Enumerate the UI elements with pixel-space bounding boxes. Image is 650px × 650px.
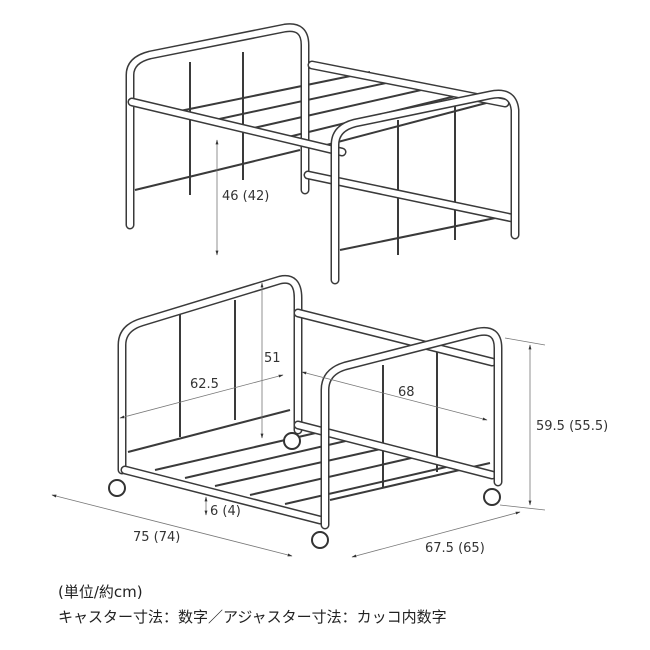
dim-depth: 67.5 (65) — [425, 541, 485, 556]
legend-note: キャスター寸法：数字／アジャスター寸法：カッコ内数字 — [58, 608, 447, 626]
dim-width: 75 (74) — [133, 530, 180, 545]
upper-rack-wires — [134, 52, 511, 255]
dim-caster-height-top: 46 (42) — [222, 189, 269, 204]
dim-inner-depth: 68 — [398, 385, 415, 400]
caster-wheels — [108, 432, 501, 549]
dim-inner-height: 51 — [264, 351, 281, 366]
lower-rack: 51 62.5 68 59.5 (55.5) 75 (74) 67.5 (65)… — [51, 274, 608, 558]
dim-floor-clearance: 6 (4) — [210, 504, 241, 519]
dim-total-height: 59.5 (55.5) — [536, 419, 608, 434]
unit-note: (単位/約cm) — [58, 583, 143, 601]
dim-inner-width: 62.5 — [190, 377, 219, 392]
upper-rack: 46 (42) — [125, 23, 520, 285]
lower-rack-wires — [127, 300, 491, 505]
